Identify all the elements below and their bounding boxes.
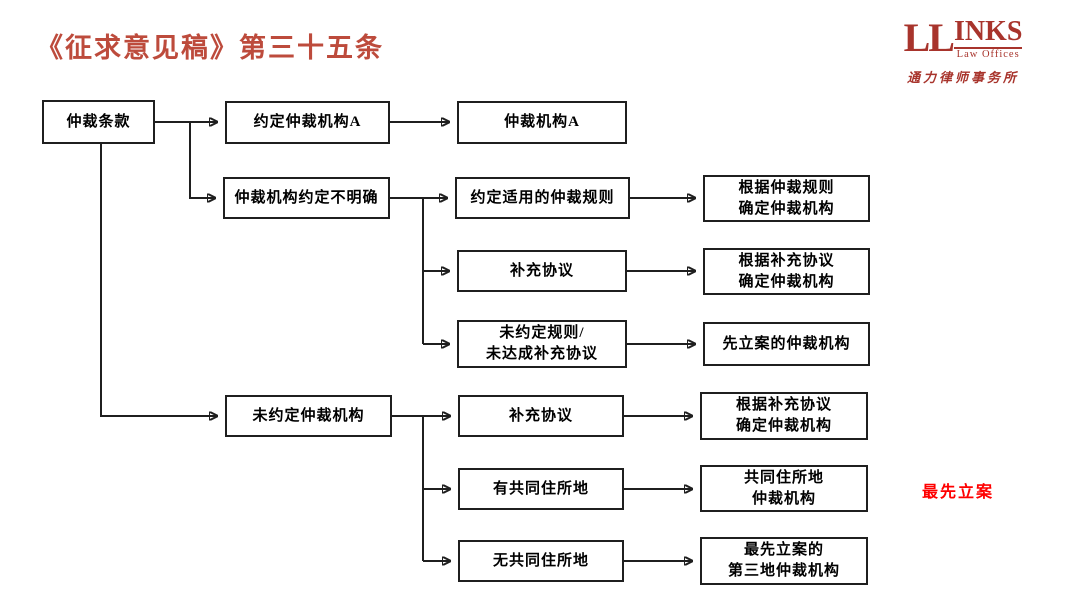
node-institution-unclear: 仲裁机构约定不明确 bbox=[223, 177, 390, 219]
node-no-common-domicile: 无共同住所地 bbox=[458, 540, 624, 582]
logo-subtitle: Law Offices bbox=[953, 47, 1023, 61]
connector-root-to-unclear bbox=[189, 122, 215, 198]
node-institution-per-rules: 根据仲裁规则 确定仲裁机构 bbox=[703, 175, 870, 222]
node-common-domicile-institution: 共同住所地 仲裁机构 bbox=[700, 465, 868, 512]
node-supplementary-agreement-2: 补充协议 bbox=[458, 395, 624, 437]
llinks-logo: LL INKS Law Offices 通力律师事务所 bbox=[901, 18, 1025, 86]
node-no-rules-or-supplement: 未约定规则/ 未达成补充协议 bbox=[457, 320, 627, 368]
annotation-first-filed: 最先立案 bbox=[922, 484, 995, 501]
node-institution-a: 仲裁机构A bbox=[457, 101, 627, 144]
node-no-agreed-institution: 未约定仲裁机构 bbox=[225, 395, 392, 437]
logo-chinese-name: 通力律师事务所 bbox=[906, 69, 1019, 85]
node-agreed-institution-a: 约定仲裁机构A bbox=[225, 101, 390, 144]
node-first-filed-institution: 先立案的仲裁机构 bbox=[703, 322, 870, 366]
logo-inks: INKS bbox=[953, 16, 1023, 47]
node-supplementary-agreement-1: 补充协议 bbox=[457, 250, 627, 292]
page-title: 《征求意见稿》第三十五条 bbox=[36, 33, 384, 63]
logo-wordmark: LL INKS Law Offices bbox=[904, 18, 1023, 61]
node-institution-per-supplement-2: 根据补充协议 确定仲裁机构 bbox=[700, 392, 868, 440]
connector-root-to-no-agreed bbox=[100, 144, 217, 416]
logo-ll: LL bbox=[903, 15, 955, 60]
node-arbitration-clause: 仲裁条款 bbox=[42, 100, 155, 144]
node-agreed-rules: 约定适用的仲裁规则 bbox=[455, 177, 630, 219]
node-first-filed-third-place: 最先立案的 第三地仲裁机构 bbox=[700, 537, 868, 585]
node-has-common-domicile: 有共同住所地 bbox=[458, 468, 624, 510]
node-institution-per-supplement-1: 根据补充协议 确定仲裁机构 bbox=[703, 248, 870, 295]
